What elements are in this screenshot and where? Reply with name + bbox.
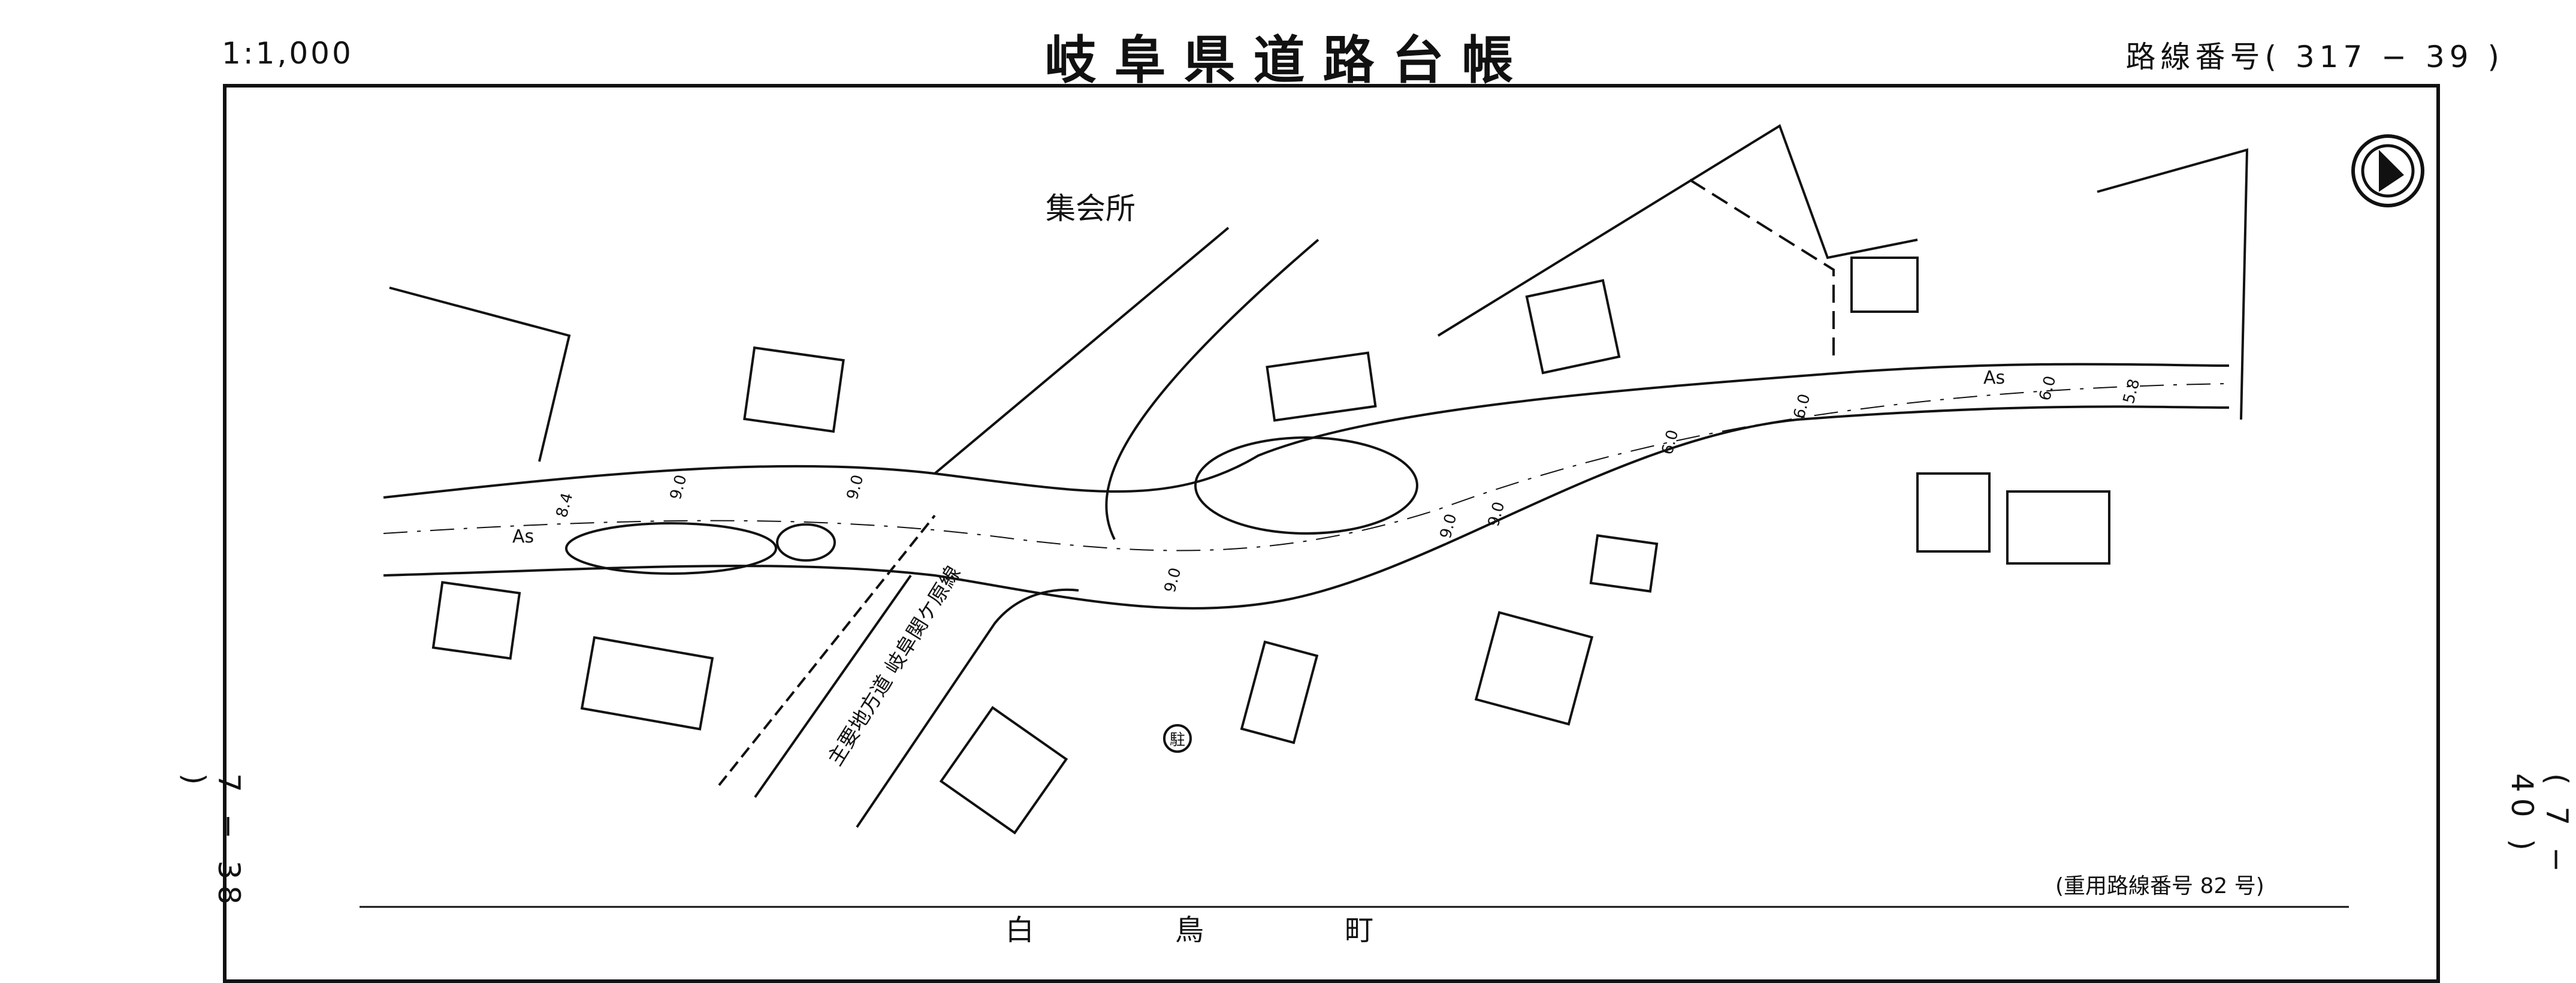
map-scale: 1:1,000 <box>222 36 354 71</box>
building <box>1525 279 1621 375</box>
width-label: 9.0 <box>1437 512 1461 541</box>
road-edge-north <box>383 363 2230 499</box>
parcel-line <box>1437 124 1918 337</box>
building <box>939 705 1068 835</box>
building <box>2006 490 2110 565</box>
north-arrow-icon <box>2351 134 2424 207</box>
traffic-island-small <box>776 523 836 562</box>
building <box>580 636 714 731</box>
surface-label-west: As <box>512 526 534 547</box>
width-label: 6.0 <box>2036 374 2060 403</box>
building <box>1266 351 1377 422</box>
width-label: 8.4 <box>553 491 577 520</box>
side-road-south-east <box>856 588 1079 828</box>
parcel-line <box>1689 179 1835 360</box>
traffic-island-west <box>565 522 777 575</box>
road-map: 駐 集会所 As As 主要地方道 岐阜関ケ原線 8.4 9.0 9.0 9.0… <box>360 124 2424 942</box>
width-label: 6.0 <box>1659 428 1683 457</box>
building <box>1916 472 1991 553</box>
building <box>743 346 845 433</box>
road-name-label: 主要地方道 岐阜関ケ原線 <box>823 562 966 770</box>
building <box>1474 611 1594 726</box>
building <box>1589 534 1659 593</box>
town-name: 白 鳥 町 <box>1005 913 1440 942</box>
building <box>1850 257 1919 313</box>
adjacent-sheet-right: ( 7 − 40 ) <box>2505 773 2574 878</box>
traffic-island-east <box>1194 436 1418 535</box>
parcel-line <box>2097 148 2249 420</box>
sheet-title: 岐阜県道路台帳 <box>1044 31 1532 91</box>
width-label: 6.0 <box>1790 392 1814 421</box>
building <box>431 581 521 660</box>
parking-symbol: 駐 <box>1170 731 1185 749</box>
width-label: 9.0 <box>667 473 691 502</box>
building-label: 集会所 <box>1046 191 1136 226</box>
side-road-north-west <box>934 227 1230 475</box>
parking-marker <box>1163 724 1192 753</box>
side-road-north-east <box>1105 239 1319 540</box>
shared-route-number: (重用路線番号 82 号) <box>2055 874 2264 898</box>
adjacent-sheet-left: 7 − 38 ) <box>177 773 246 911</box>
width-label: 5.8 <box>2120 377 2144 406</box>
side-road-south-west <box>754 574 912 798</box>
route-number: 路線番号( 317 − 39 ) <box>2125 40 2504 74</box>
width-label: 9.0 <box>1161 566 1185 595</box>
road-centerline <box>383 383 2230 551</box>
side-road-south-dashed <box>718 514 936 786</box>
width-label: 9.0 <box>844 473 868 502</box>
width-label: 9.0 <box>1485 500 1509 529</box>
surface-label-east: As <box>1983 367 2005 388</box>
parcel-line <box>389 287 571 462</box>
building <box>1240 640 1319 744</box>
